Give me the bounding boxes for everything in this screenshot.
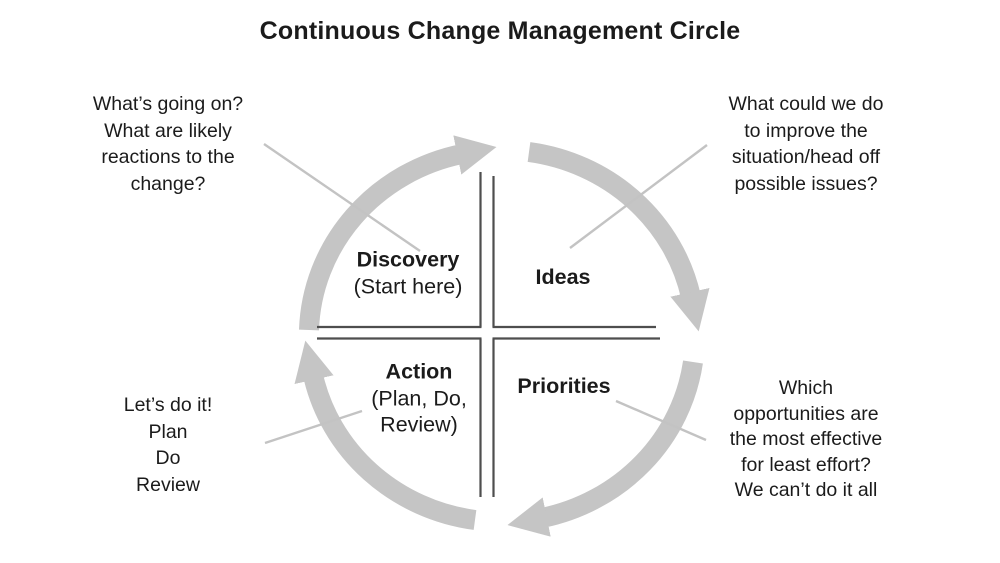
annotation-line: for least effort? <box>741 453 871 476</box>
connector-bottomleft <box>264 409 363 445</box>
annotation-connectors <box>263 143 708 445</box>
annotation-line: the most effective <box>729 428 883 450</box>
annotation-line: Plan <box>148 420 188 443</box>
annotation-line: Review <box>136 473 200 496</box>
annotation-line: Let’s do it! <box>123 394 213 416</box>
annotation-line: We can’t do it all <box>734 479 878 501</box>
connector-bottomright <box>615 399 707 442</box>
annotation-action: Let’s do it! Plan Do Review <box>38 392 298 498</box>
quadrant-dividers <box>317 172 660 497</box>
arc-action-segment <box>294 340 477 530</box>
priorities-title: Priorities <box>517 373 611 398</box>
annotation-line: reactions to the <box>101 146 235 168</box>
annotation-line: What’s going on? <box>92 93 244 115</box>
ideas-title: Ideas <box>535 264 591 289</box>
annotation-line: What are likely <box>104 119 232 142</box>
quadrant-label-ideas: Ideas <box>536 264 591 291</box>
annotation-ideas: What could we do to improve the situatio… <box>676 91 936 197</box>
diagram-title: Continuous Change Management Circle <box>259 17 741 45</box>
discovery-title: Discovery <box>356 247 460 272</box>
connector-topright <box>569 144 708 249</box>
action-subtitle-line2: Review) <box>380 412 458 437</box>
annotation-line: situation/head off <box>731 146 881 168</box>
annotation-line: Which <box>778 377 834 399</box>
arc-priorities-segment <box>507 360 703 537</box>
annotation-line: change? <box>130 172 206 195</box>
annotation-line: Do <box>155 447 181 469</box>
quadrant-label-priorities: Priorities <box>517 373 610 400</box>
discovery-subtitle: (Start here) <box>353 274 463 298</box>
annotation-discovery: What’s going on? What are likely reactio… <box>38 91 298 197</box>
annotation-priorities: Which opportunities are the most effecti… <box>676 376 936 504</box>
quadrant-label-action: Action (Plan, Do, Review) <box>371 358 467 438</box>
annotation-line: to improve the <box>744 119 868 142</box>
annotation-line: possible issues? <box>734 172 878 195</box>
connector-topleft <box>263 143 421 252</box>
quadrant-label-discovery: Discovery (Start here) <box>354 247 463 300</box>
action-title: Action <box>385 359 453 384</box>
action-subtitle-line1: (Plan, Do, <box>371 385 467 410</box>
annotation-line: What could we do <box>728 93 884 115</box>
arc-discovery-segment <box>299 135 497 331</box>
annotation-line: opportunities are <box>733 402 879 425</box>
